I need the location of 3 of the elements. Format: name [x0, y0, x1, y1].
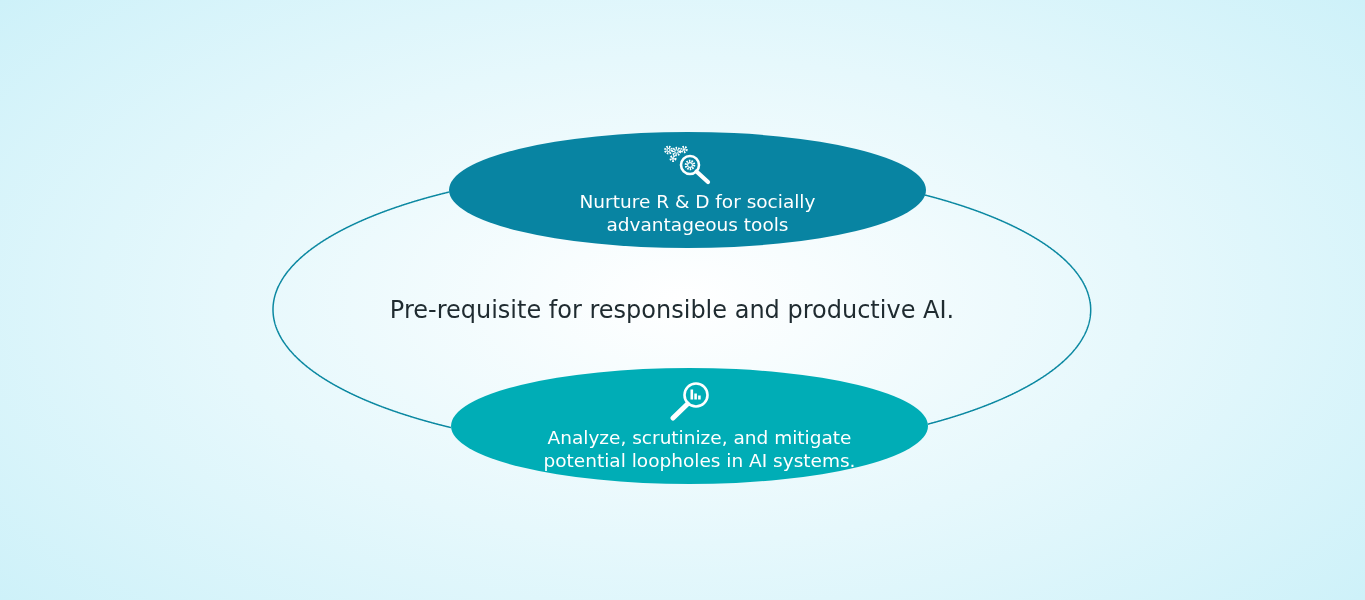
node-label: Analyze, scrutinize, and mitigate potential loopholes in AI systems.	[542, 425, 857, 472]
node-label: Pre-requisite for responsible and productive AI.	[389, 295, 955, 325]
node-label: Nurture R & D for socially advantageous tools	[578, 189, 817, 236]
